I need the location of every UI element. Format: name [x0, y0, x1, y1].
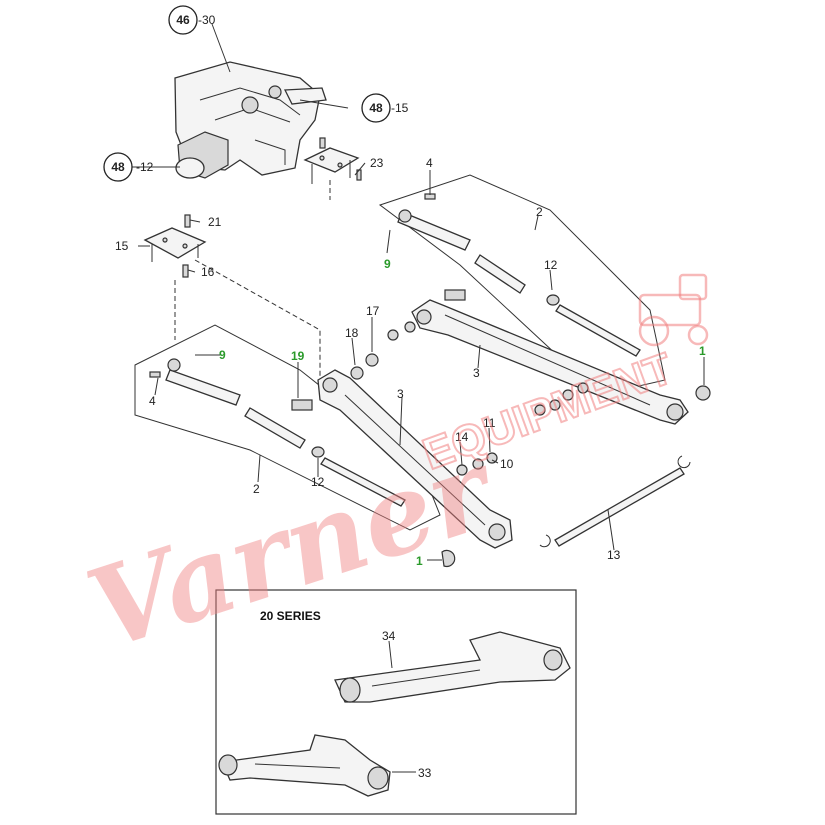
- svg-text:-12: -12: [136, 160, 154, 174]
- svg-text:19: 19: [291, 349, 305, 363]
- svg-text:4: 4: [426, 156, 433, 170]
- svg-text:2: 2: [253, 482, 260, 496]
- lower-arm-left: [291, 369, 513, 549]
- svg-text:34: 34: [382, 629, 396, 643]
- svg-text:20 SERIES: 20 SERIES: [260, 609, 321, 623]
- lift-link-left: [134, 324, 441, 531]
- svg-text:1: 1: [699, 344, 706, 358]
- callout-48-upper: 48 -15: [361, 93, 409, 123]
- lynch-pin-lower: [441, 549, 456, 568]
- inset-20-series: [215, 589, 577, 815]
- svg-text:2: 2: [536, 205, 543, 219]
- svg-text:11: 11: [483, 416, 496, 430]
- upper-bracket-left: [143, 214, 207, 278]
- svg-text:48: 48: [111, 160, 125, 174]
- svg-text:10: 10: [500, 457, 514, 471]
- callout-48-lower: 48 -12: [103, 152, 154, 182]
- svg-text:16: 16: [201, 265, 215, 279]
- stabilizer-rod: [539, 455, 691, 548]
- svg-text:3: 3: [397, 387, 404, 401]
- svg-text:12: 12: [311, 475, 325, 489]
- svg-text:-30: -30: [198, 13, 216, 27]
- svg-text:33: 33: [418, 766, 432, 780]
- svg-text:13: 13: [607, 548, 621, 562]
- part-numbers: 23 21 15 16 4 2 9 12 17 18 3 1 9 19 4 3 …: [115, 156, 706, 780]
- svg-text:18: 18: [345, 326, 359, 340]
- callout-46: 46 -30: [168, 5, 216, 35]
- svg-text:48: 48: [369, 101, 383, 115]
- upper-bracket-right: [303, 137, 362, 184]
- svg-text:17: 17: [366, 304, 380, 318]
- svg-text:12: 12: [544, 258, 558, 272]
- svg-text:1: 1: [416, 554, 423, 568]
- svg-text:3: 3: [473, 366, 480, 380]
- svg-text:9: 9: [219, 348, 226, 362]
- svg-text:14: 14: [455, 430, 469, 444]
- fasteners-mid: [350, 321, 711, 476]
- svg-text:4: 4: [149, 394, 156, 408]
- svg-text:9: 9: [384, 257, 391, 271]
- lower-arm-right: [411, 289, 689, 425]
- svg-text:21: 21: [208, 215, 222, 229]
- rear-housing: [174, 61, 327, 179]
- svg-text:46: 46: [176, 13, 190, 27]
- svg-text:15: 15: [115, 239, 129, 253]
- leader-lines: [132, 23, 705, 561]
- svg-text:23: 23: [370, 156, 384, 170]
- lift-link-right: [378, 174, 666, 396]
- svg-text:-15: -15: [391, 101, 409, 115]
